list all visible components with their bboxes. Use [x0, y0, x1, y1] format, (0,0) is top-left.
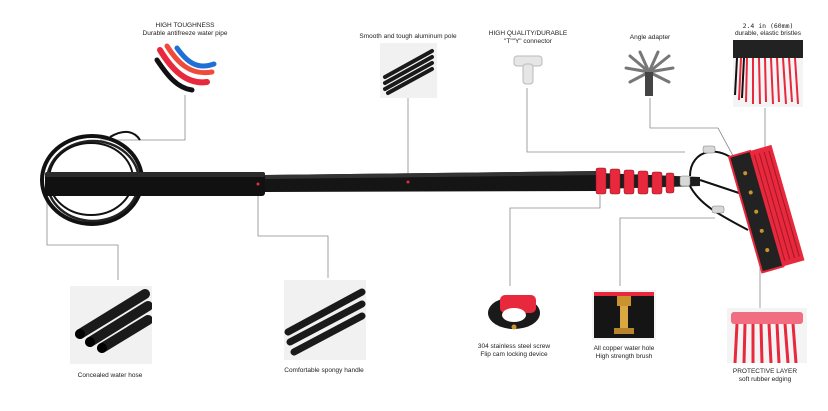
label-title: Smooth and tough aluminum pole: [359, 33, 457, 40]
label-title: All copper water hole: [593, 345, 655, 352]
label-angle-adapter: Angle adapter: [610, 34, 690, 42]
spongy-handle: [45, 172, 265, 196]
label-spongy-handle: Comfortable spongy handle: [268, 367, 380, 375]
label-title: HIGH TOUGHNESS: [155, 22, 215, 29]
protective-layer-thumbnail: [727, 308, 807, 363]
water-pipe-thumbnail: [152, 40, 218, 95]
connector-thumbnail: [510, 48, 546, 88]
label-sub: "T""Y" connector: [504, 38, 552, 45]
label-title: HIGH QUALITY/DURABLE: [488, 30, 568, 37]
label-sub: High strength brush: [595, 353, 653, 360]
label-copper-hole: All copper water hole High strength brus…: [576, 345, 672, 361]
label-title: Angle adapter: [629, 34, 671, 41]
brush-head: [727, 144, 805, 274]
label-bristles: 2.4 in (60mm) durable, elastic bristles: [718, 22, 818, 38]
label-title: 2.4 in (60mm): [742, 22, 794, 30]
angle-adapter-thumbnail: [622, 46, 677, 98]
label-connector: HIGH QUALITY/DURABLE "T""Y" connector: [478, 30, 578, 46]
concealed-hose-thumbnail: [70, 286, 152, 364]
label-sub: Flip cam locking device: [480, 351, 548, 358]
label-title: Comfortable spongy handle: [284, 367, 364, 374]
aluminum-pole-thumbnail: [380, 43, 437, 98]
bristles-thumbnail: [733, 40, 803, 107]
leader-lines: [46, 75, 766, 310]
spongy-handle-thumbnail: [284, 280, 366, 360]
label-concealed-hose: Concealed water hose: [55, 372, 165, 380]
label-high-toughness: HIGH TOUGHNESS Durable antifreeze water …: [120, 22, 250, 38]
label-sub: soft rubber edging: [738, 376, 792, 383]
label-aluminum-pole: Smooth and tough aluminum pole: [348, 33, 468, 41]
label-title: Concealed water hose: [77, 372, 143, 379]
copper-hole-thumbnail: [592, 290, 656, 340]
label-steel-screw: 304 stainless steel screw Flip cam locki…: [464, 343, 564, 359]
label-sub: durable, elastic bristles: [734, 30, 802, 37]
label-title: 304 stainless steel screw: [477, 343, 551, 350]
cam-lock-clamps: [595, 167, 675, 195]
label-title: PROTECTIVE LAYER: [732, 368, 798, 375]
cam-lock-thumbnail: [482, 287, 546, 337]
label-protective-layer: PROTECTIVE LAYER soft rubber edging: [712, 368, 818, 384]
label-sub: Durable antifreeze water pipe: [142, 30, 228, 37]
